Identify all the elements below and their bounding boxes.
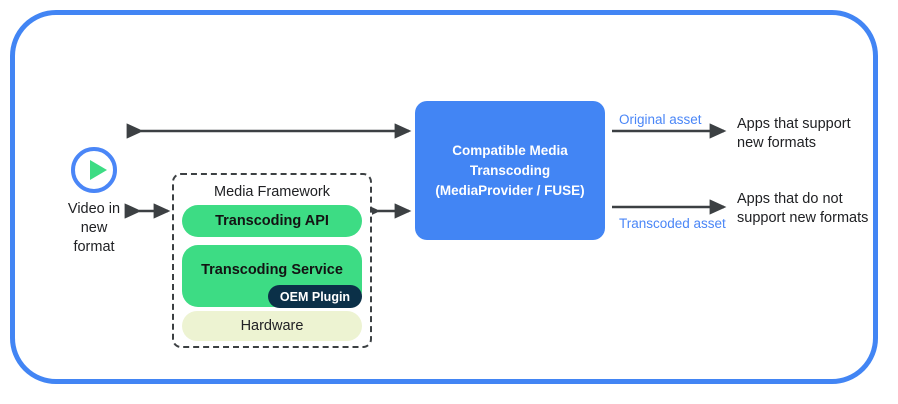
apps-support-label: Apps that support new formats xyxy=(737,116,851,151)
compatible-media-transcoding-box: Compatible Media Transcoding (MediaProvi… xyxy=(415,101,605,240)
transcoded-asset-label: Transcoded asset xyxy=(619,216,726,231)
oem-plugin-block: OEM Plugin xyxy=(268,285,362,308)
play-triangle-icon xyxy=(90,160,107,180)
original-asset-label: Original asset xyxy=(619,112,702,127)
transcoding-api-block: Transcoding API xyxy=(182,205,362,237)
video-source-label: Video in new format xyxy=(67,201,121,255)
play-circle-icon xyxy=(71,147,117,193)
media-framework-title: Media Framework xyxy=(213,184,331,200)
apps-no-support-label: Apps that do not support new formats xyxy=(737,191,869,226)
hardware-block: Hardware xyxy=(182,311,362,341)
